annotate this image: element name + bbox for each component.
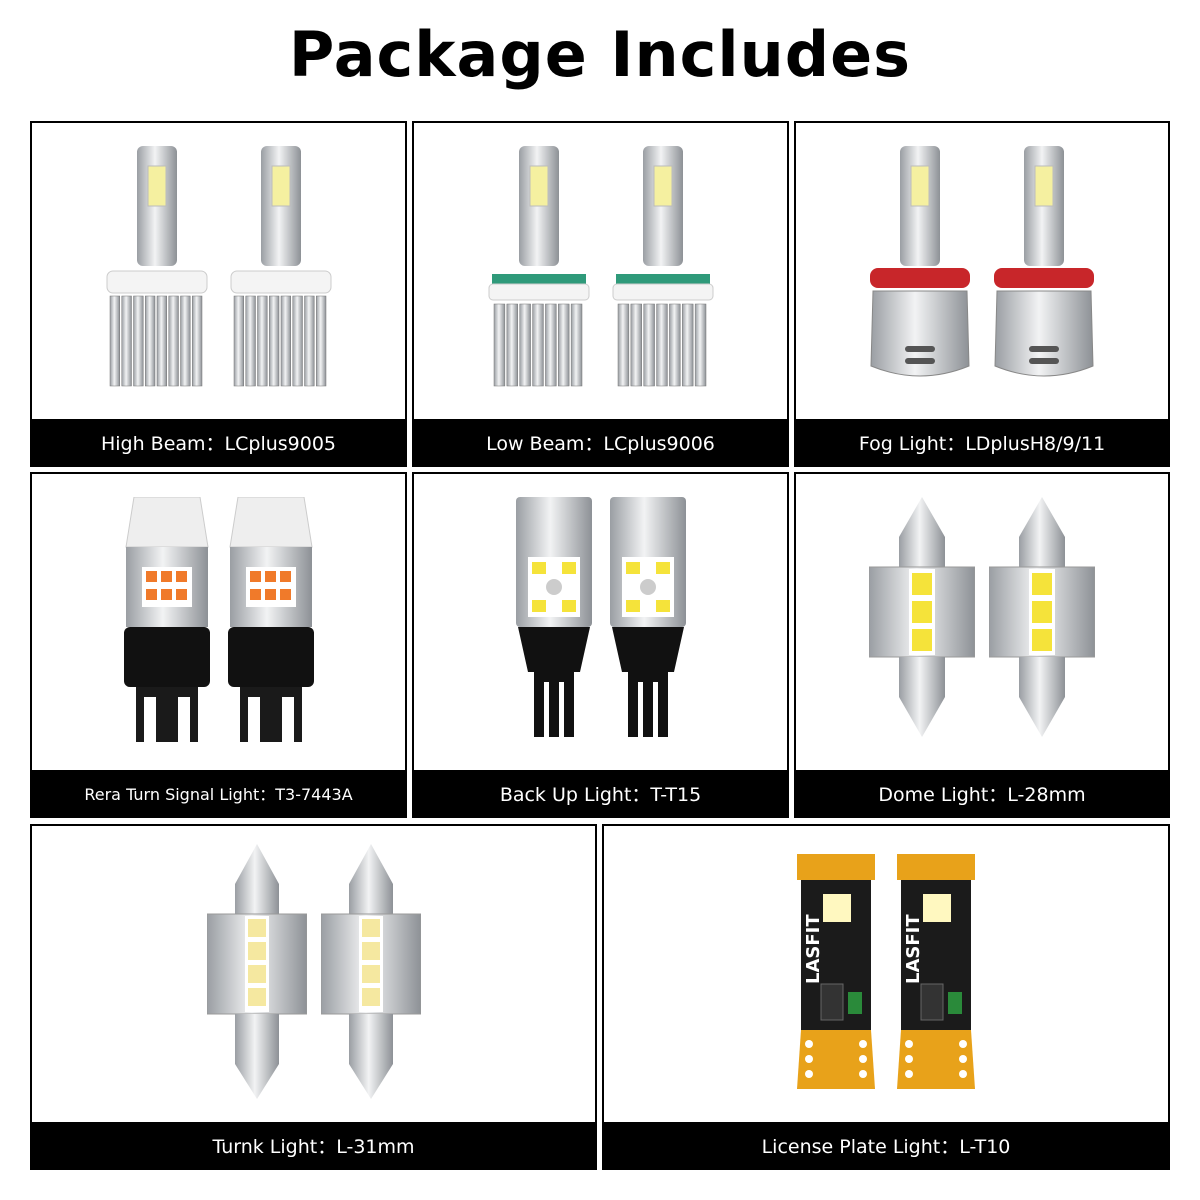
product-caption: Rera Turn Signal Light：T3-7443A <box>32 770 405 816</box>
festoon-bulb-icon <box>989 497 1095 737</box>
svg-text:LASFIT: LASFIT <box>903 914 924 984</box>
product-card-dome-light: Dome Light：L-28mm <box>794 472 1170 818</box>
headlight-bulb-icon <box>612 146 713 387</box>
fog-bulb-icon <box>870 146 970 377</box>
headlight-bulb-icon <box>230 146 331 387</box>
product-image-trunk-light <box>32 826 595 1122</box>
svg-text:LASFIT: LASFIT <box>803 914 824 984</box>
fog-bulb-icon <box>994 146 1094 377</box>
product-caption: Turnk Light：L-31mm <box>32 1122 595 1168</box>
product-caption: Back Up Light：T-T15 <box>414 770 787 816</box>
product-card-backup-light: Back Up Light：T-T15 <box>412 472 789 818</box>
turn-bulb-icon <box>123 497 210 742</box>
product-card-high-beam: High Beam：LCplus9005 <box>30 121 407 467</box>
headlight-bulb-icon <box>488 146 589 387</box>
product-image-license-plate-light: LASFIT LASFIT <box>604 826 1168 1122</box>
product-caption: Fog Light：LDplusH8/9/11 <box>796 419 1168 465</box>
product-card-license-plate-light: LASFIT LASFIT License Plate Light：L-T10 <box>602 824 1170 1170</box>
backup-bulb-icon <box>515 497 592 737</box>
product-image-dome-light <box>796 474 1168 770</box>
festoon-bulb-icon <box>869 497 975 737</box>
product-caption: License Plate Light：L-T10 <box>604 1122 1168 1168</box>
product-caption: Dome Light：L-28mm <box>796 770 1168 816</box>
turn-bulb-icon <box>227 497 314 742</box>
product-caption: High Beam：LCplus9005 <box>32 419 405 465</box>
product-image-backup-light <box>414 474 787 770</box>
product-card-low-beam: Low Beam：LCplus9006 <box>412 121 789 467</box>
headlight-bulb-icon <box>106 146 207 387</box>
festoon-bulb-icon <box>320 844 421 1099</box>
product-card-fog-light: Fog Light：LDplusH8/9/11 <box>794 121 1170 467</box>
product-card-trunk-light: Turnk Light：L-31mm <box>30 824 597 1170</box>
page-title: Package Includes <box>288 18 912 91</box>
product-caption: Low Beam：LCplus9006 <box>414 419 787 465</box>
backup-bulb-icon <box>609 497 686 737</box>
product-image-fog-light <box>796 123 1168 419</box>
product-image-high-beam <box>32 123 405 419</box>
product-card-turn-signal: Rera Turn Signal Light：T3-7443A <box>30 472 407 818</box>
t10-bulb-icon: LASFIT <box>797 854 875 1089</box>
t10-bulb-icon: LASFIT <box>897 854 975 1089</box>
festoon-bulb-icon <box>206 844 307 1099</box>
product-image-turn-signal <box>32 474 405 770</box>
product-image-low-beam <box>414 123 787 419</box>
